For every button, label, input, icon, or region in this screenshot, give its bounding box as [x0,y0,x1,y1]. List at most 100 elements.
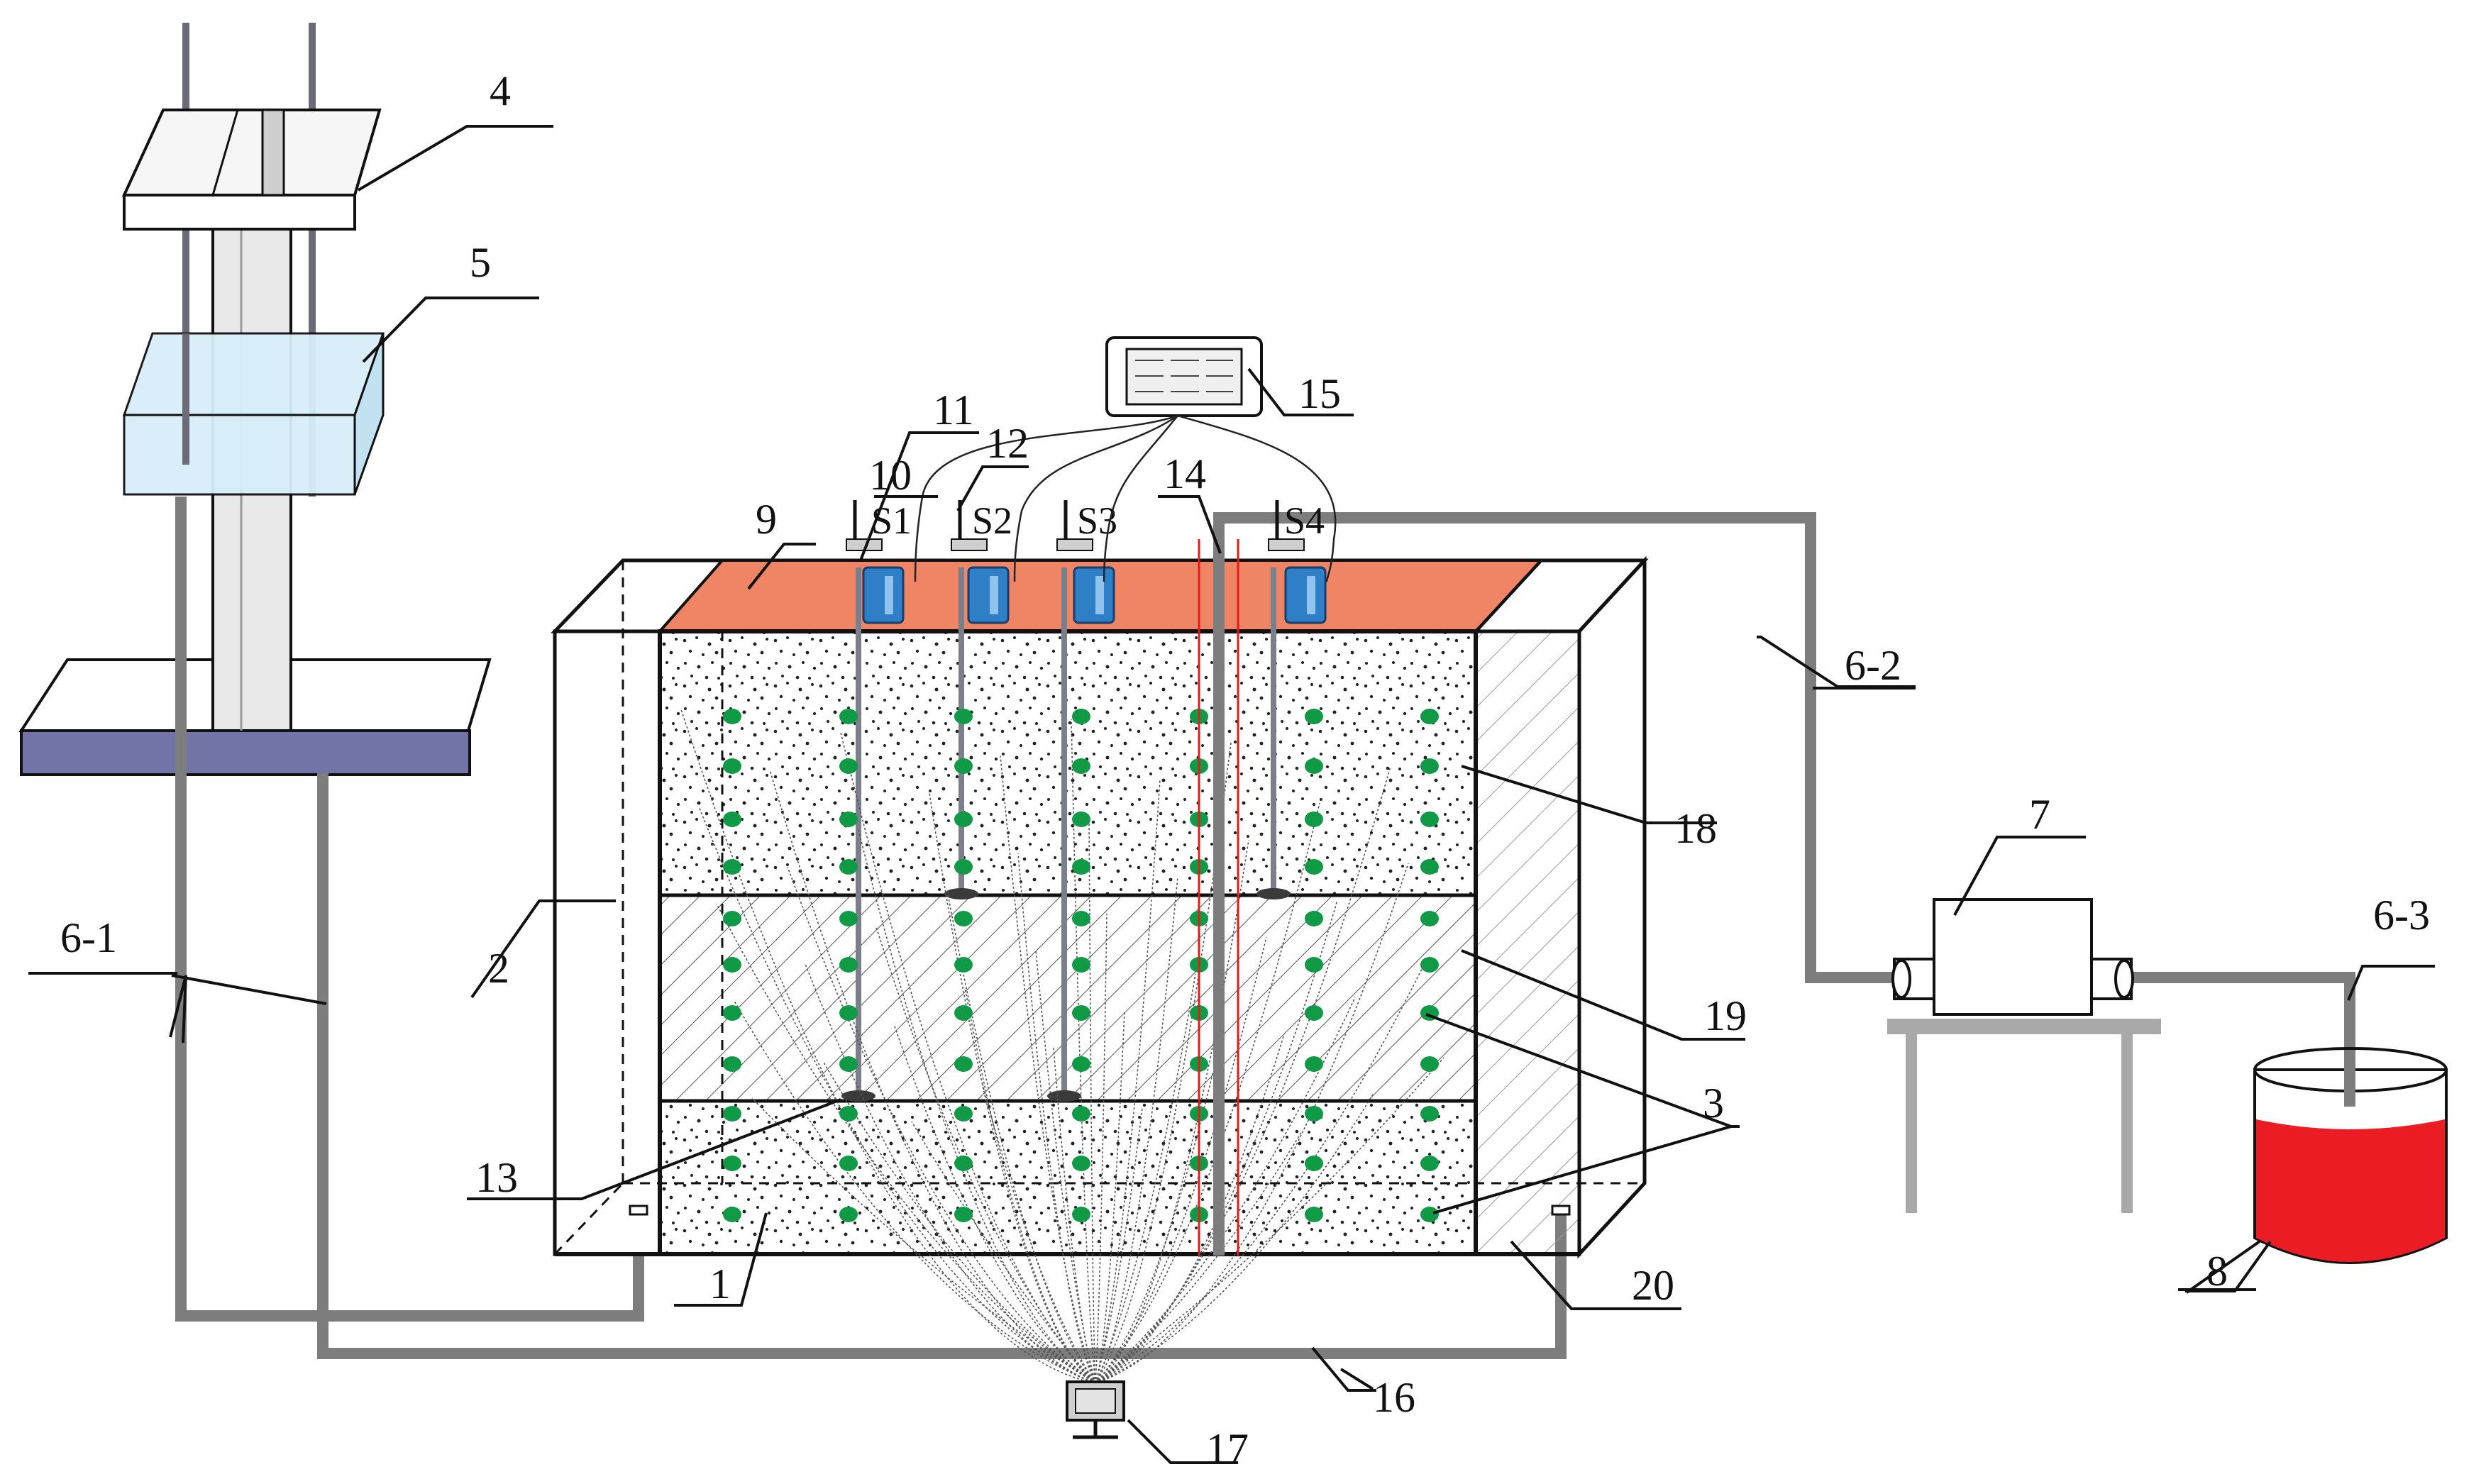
right-chamber-side [1577,555,1647,1259]
green-marker [1305,709,1323,724]
optical-fiber [1095,742,1232,1384]
green-marker [839,911,858,926]
sensor-clamp-2 [951,538,988,551]
green-marker [954,859,973,875]
left-chamber [553,629,662,1256]
optical-fiber [1095,779,1161,1384]
label-14: 14 [1164,450,1206,497]
green-marker [723,812,741,827]
green-marker [1420,1156,1439,1171]
green-marker [954,1207,973,1222]
label-6-3: 6-3 [2373,892,2430,938]
green-marker [954,911,973,926]
green-marker [839,1106,858,1122]
sensor-label-4: S4 [1284,499,1325,542]
upper-platform [121,109,382,196]
soil-top-layer [660,631,1476,895]
optical-fiber [805,963,1096,1384]
optical-fiber [1095,1070,1214,1384]
optical-fiber [1035,950,1096,1384]
liquid-bucket [2253,1047,2448,1264]
green-marker [1305,1156,1323,1171]
green-marker [839,1056,858,1072]
label-3: 3 [1703,1080,1724,1126]
green-marker [839,1207,858,1222]
green-marker [1072,1056,1090,1072]
optical-fiber [1095,765,1391,1384]
optical-fiber [1095,1057,1444,1384]
label-16: 16 [1373,1374,1415,1421]
base-plate-front [20,729,471,776]
pump-table-top [1887,1019,2161,1034]
green-marker [1072,758,1090,774]
left-supply-apparatus [18,23,492,776]
red-liquid [2256,1119,2445,1262]
green-marker [839,1156,858,1171]
label-17: 17 [1206,1425,1249,1472]
label-2: 2 [488,945,509,992]
sensor-head-2 [967,566,1010,624]
callout-labels: 4 5 6-1 2 13 1 9 10 11 12 14 15 6-2 18 1… [60,67,2430,1472]
inlet-left [629,1205,648,1216]
green-marker [1305,1207,1323,1222]
green-marker [1420,709,1439,724]
green-marker [723,859,741,875]
sensor-clamp-4 [1268,538,1305,551]
green-marker [1420,957,1439,973]
soil-middle-layer [660,895,1476,1101]
sensor-head-4 [1284,566,1327,624]
label-10: 10 [869,452,912,499]
optical-fiber [1095,960,1427,1384]
green-marker [1305,1056,1323,1072]
optical-fiber [716,903,1096,1384]
optical-fiber [1095,802,1320,1384]
green-marker [839,859,858,875]
green-marker [723,758,741,774]
green-markers [723,709,1439,1222]
optical-fiber [1095,1034,1285,1384]
green-marker [839,758,858,774]
green-marker [1072,957,1090,973]
green-marker [954,1156,973,1171]
green-marker [1305,859,1323,875]
label-7: 7 [2029,791,2050,838]
camera [1066,1380,1125,1439]
green-marker [1420,812,1439,827]
green-marker [954,812,973,827]
green-marker [1072,1156,1090,1171]
green-marker [723,1056,741,1072]
green-marker [954,709,973,724]
probe-tip-4 [1256,888,1291,899]
green-marker [723,1207,741,1222]
pipe-6-3 [2086,972,2355,1107]
optical-fiber [982,1084,1096,1384]
optical-fiber [1095,973,1196,1384]
green-marker [839,812,858,827]
sensor-label-3: S3 [1077,499,1117,542]
green-marker [1420,859,1439,875]
green-marker [1305,1005,1323,1021]
green-marker [1305,812,1323,827]
sensor-cables [914,414,1337,582]
green-marker [1420,758,1439,774]
green-marker [1305,957,1323,973]
green-marker [1420,911,1439,926]
green-marker [1072,1207,1090,1222]
green-marker [1420,1207,1439,1222]
optical-fiber [1088,816,1096,1384]
pump-body [1933,898,2093,1016]
label-1: 1 [709,1261,731,1307]
optical-fiber [946,890,1096,1384]
optical-fiber [698,806,1096,1384]
optical-fiber [858,829,1096,1384]
label-5: 5 [470,239,491,286]
green-marker [723,709,741,724]
green-marker [1072,1005,1090,1021]
data-logger [1105,336,1263,417]
sensor-head-3 [1073,566,1115,624]
green-marker [723,957,741,973]
water-tank [122,332,385,496]
optical-fiber [1095,1131,1303,1384]
pipe-6-1-right [317,773,1567,1359]
pipe-6-1-left [175,497,644,1322]
